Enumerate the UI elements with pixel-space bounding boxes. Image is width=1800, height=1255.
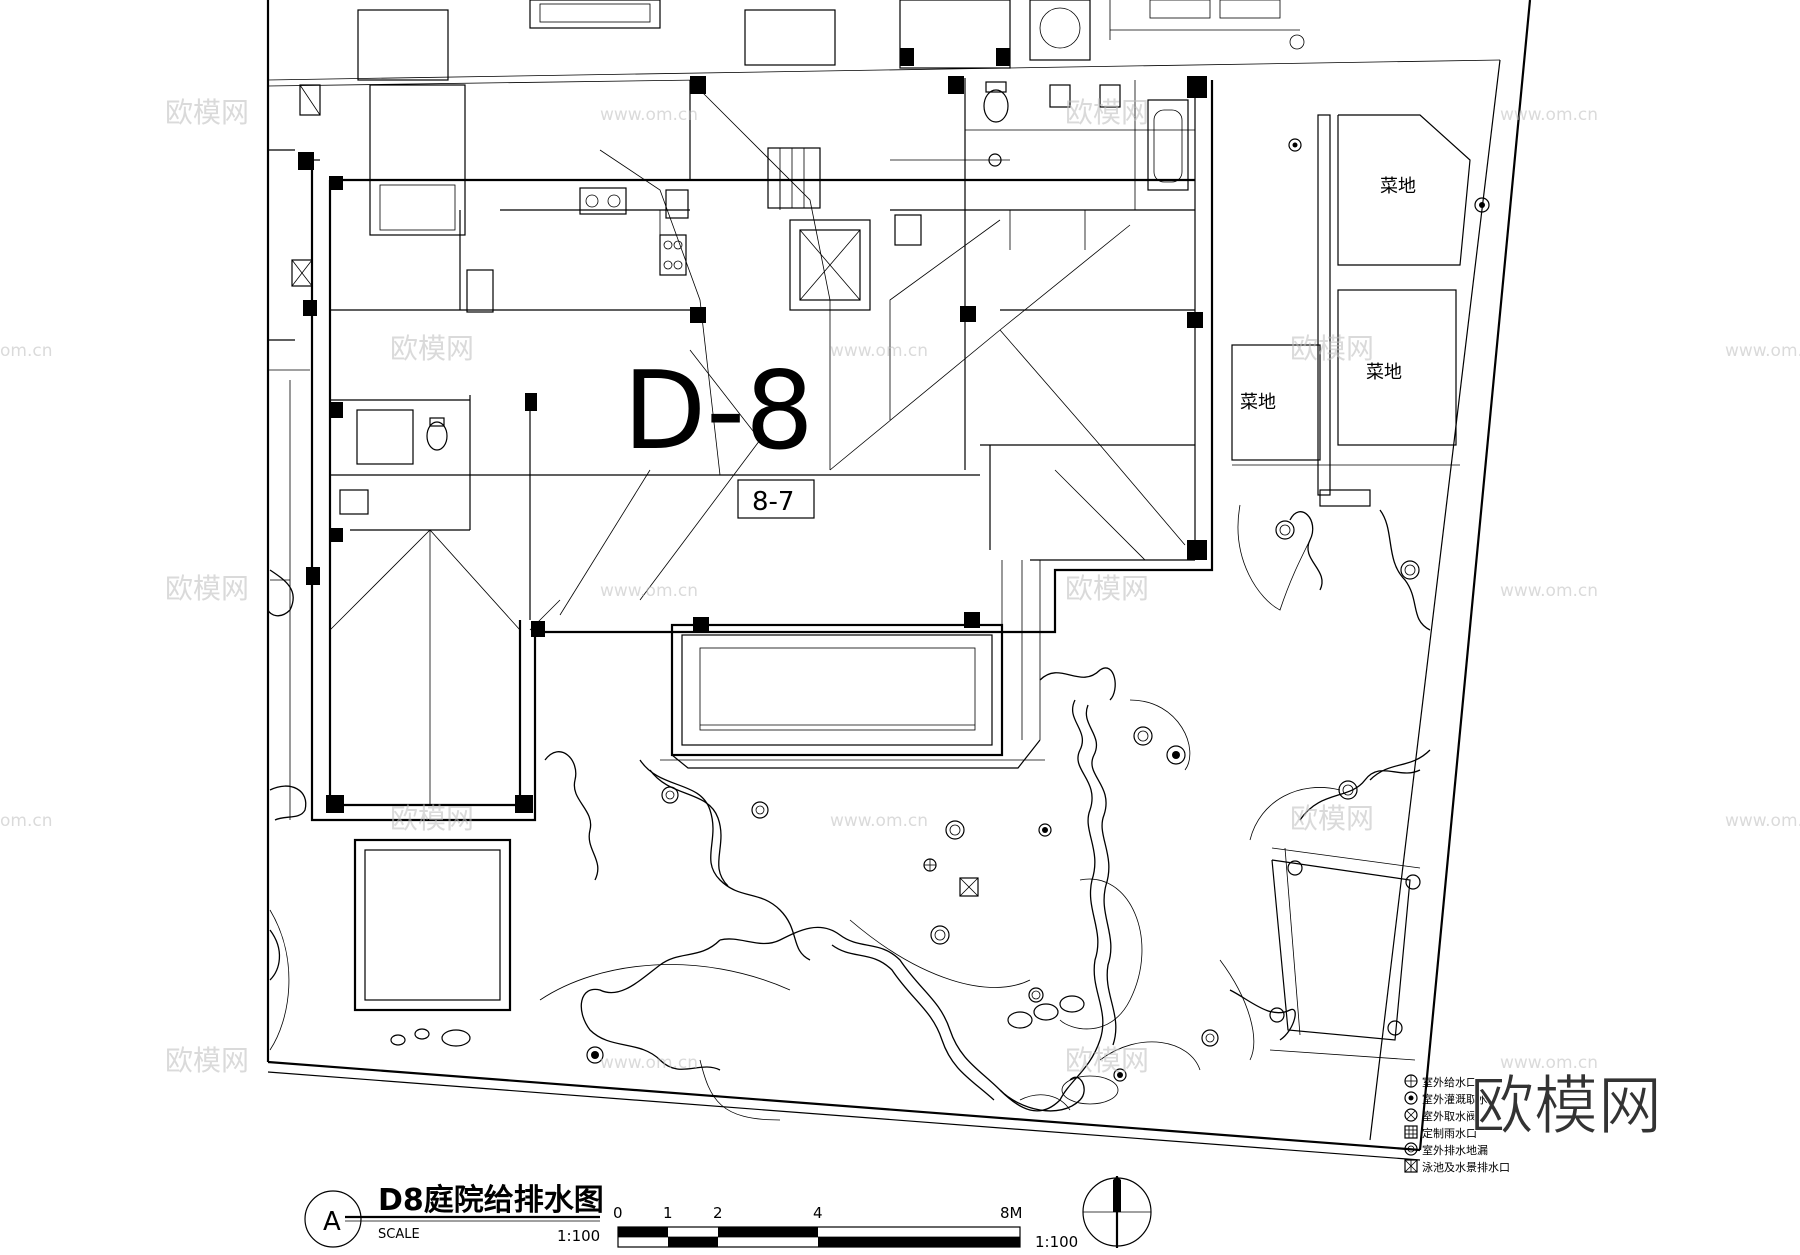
site-boundary	[266, 0, 1532, 1161]
watermark-url: www.om.cn	[830, 341, 928, 361]
west-side-yard	[268, 84, 466, 820]
watermark-url: www.om.cn	[830, 811, 928, 831]
scalebar-tick-4: 4	[813, 1204, 823, 1222]
watermark-url: www.om.cn	[600, 1053, 698, 1073]
scalebar-ratio: 1:100	[1035, 1233, 1078, 1251]
watermark-brand: 欧模网	[1290, 802, 1374, 835]
scalebar-tick-0: 0	[613, 1204, 623, 1222]
structural-columns	[298, 76, 1207, 813]
watermark-url: www.om.cn	[1725, 341, 1800, 361]
stair-and-lift	[767, 147, 871, 311]
scale-bar	[617, 1226, 1021, 1248]
stepping-stones	[390, 995, 1085, 1047]
watermark-url: www.om.cn	[1500, 1053, 1598, 1073]
scale-ratio: 1:100	[557, 1227, 600, 1245]
vegetable-plot-label: 菜地	[1366, 362, 1402, 383]
building-code: D-8	[623, 349, 814, 474]
outdoor-floor-drain-icon	[1404, 1142, 1418, 1156]
site-drainage-symbols	[586, 138, 1490, 1082]
legend-symbols	[1404, 1074, 1418, 1173]
custom-rain-outlet-icon	[1404, 1125, 1418, 1139]
section-marker-letter: A	[323, 1207, 341, 1237]
watermark-fragment: om.cn	[0, 341, 53, 361]
watermark-brand: 欧模网	[1290, 332, 1374, 365]
watermark-brand: 欧模网	[1065, 1044, 1149, 1077]
scale-caption: SCALE	[378, 1227, 420, 1242]
title-underline	[304, 1190, 600, 1248]
pool-drain-icon	[1404, 1159, 1418, 1173]
watermark-url: www.om.cn	[600, 105, 698, 125]
plan-labels: D-8 8-7 菜地 菜地 菜地	[623, 176, 1416, 519]
watermark-brand: 欧模网	[165, 572, 249, 605]
legend: 室外给水口 室外灌溉取水 室外取水阀 定制雨水口 室外排水地漏 泳池及水景排水口	[1422, 1075, 1510, 1174]
watermark-fragment: om.cn	[0, 811, 53, 831]
unit-tag: 8-7	[752, 487, 794, 517]
watermark-brand: 欧模网	[1065, 96, 1149, 129]
north-arrow-icon	[1082, 1176, 1152, 1248]
vegetable-plot-label: 菜地	[1380, 176, 1416, 197]
scalebar-tick-2: 2	[713, 1204, 723, 1222]
legend-item-label: 室外灌溉取水	[1422, 1092, 1488, 1106]
watermark-layer: 欧模网 www.om.cn 欧模网 www.om.cn om.cn 欧模网 ww…	[0, 96, 1800, 1077]
watermark-url: www.om.cn	[1500, 581, 1598, 601]
rockery-pond-edge	[267, 509, 1431, 1112]
legend-item-label: 室外取水阀	[1422, 1109, 1477, 1123]
watermark-brand: 欧模网	[165, 1044, 249, 1077]
brand-watermark-large: 欧模网	[1470, 1070, 1662, 1144]
outdoor-irrigation-icon	[1404, 1091, 1418, 1105]
legend-item-label: 室外排水地漏	[1422, 1143, 1488, 1157]
scalebar-tick-8m: 8M	[1000, 1204, 1023, 1222]
watermark-url: www.om.cn	[600, 581, 698, 601]
kitchen-fixtures	[466, 187, 689, 313]
watermark-brand: 欧模网	[1065, 572, 1149, 605]
watermark-brand: 欧模网	[390, 332, 474, 365]
reflecting-pool	[353, 838, 512, 1012]
watermark-brand: 欧模网	[165, 96, 249, 129]
legend-item-label: 室外给水口	[1422, 1075, 1477, 1089]
watermark-url: www.om.cn	[1500, 105, 1598, 125]
legend-item-label: 定制雨水口	[1422, 1126, 1477, 1140]
vegetable-beds	[1231, 114, 1471, 507]
legend-item-label: 泳池及水景排水口	[1422, 1160, 1510, 1174]
bathroom-fixtures	[291, 81, 1189, 515]
scalebar-tick-1: 1	[663, 1204, 673, 1222]
pavilion-deck	[660, 560, 1045, 769]
east-pergola	[1269, 847, 1421, 1061]
lawn-curves	[269, 504, 1341, 1121]
watermark-brand: 欧模网	[390, 802, 474, 835]
north-neighbour-strip	[357, 0, 1305, 81]
roof-lines	[329, 79, 1186, 805]
vegetable-plot-label: 菜地	[1240, 392, 1276, 413]
watermark-url: www.om.cn	[1725, 811, 1800, 831]
drawing-title: D8庭院给排水图	[378, 1183, 604, 1218]
outdoor-water-supply-icon	[1404, 1074, 1418, 1088]
house-walls	[310, 78, 1214, 822]
outdoor-intake-icon	[1404, 1108, 1418, 1122]
title-block: A D8庭院给排水图 SCALE 1:100 0 1 2 4 8M 1:100	[323, 1183, 1078, 1251]
